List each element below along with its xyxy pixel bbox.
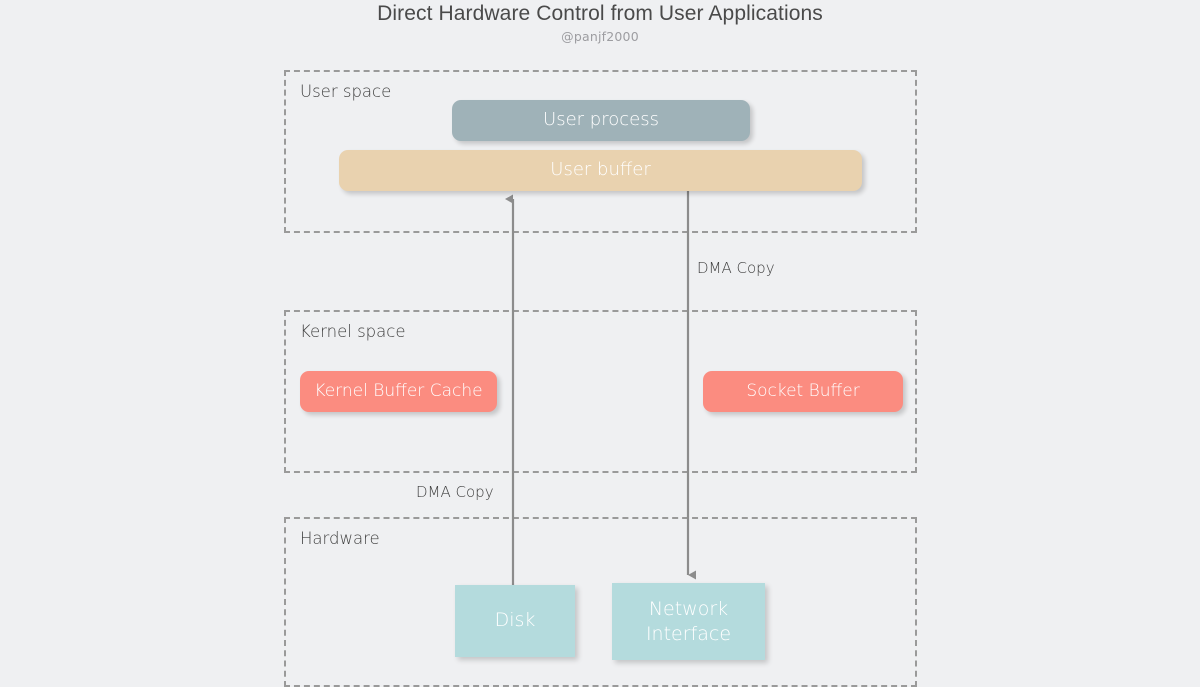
node-user-buffer-label: User buffer xyxy=(550,159,651,181)
node-socket-buffer-label: Socket Buffer xyxy=(746,380,860,401)
zone-user-space-label: User space xyxy=(300,82,392,101)
zone-kernel-space-label: Kernel space xyxy=(300,322,406,341)
node-kernel-buffer-cache[interactable]: Kernel Buffer Cache xyxy=(300,371,497,412)
node-user-process[interactable]: User process xyxy=(452,100,750,141)
node-socket-buffer[interactable]: Socket Buffer xyxy=(703,371,903,412)
zone-user-space: User space xyxy=(284,70,917,233)
zone-hardware: Hardware xyxy=(284,517,917,687)
node-network-interface[interactable]: Network Interface xyxy=(612,583,765,660)
node-disk-label: Disk xyxy=(494,609,536,632)
page-title: Direct Hardware Control from User Applic… xyxy=(377,2,823,25)
zone-hardware-label: Hardware xyxy=(300,529,380,548)
node-user-buffer[interactable]: User buffer xyxy=(339,150,862,191)
node-kernel-buffer-cache-label: Kernel Buffer Cache xyxy=(314,380,483,401)
zone-kernel-space: Kernel space xyxy=(284,310,917,473)
page-subtitle: @panjf2000 xyxy=(561,29,639,44)
node-user-process-label: User process xyxy=(543,109,659,131)
edge-label-dma-copy-lower: DMA Copy xyxy=(416,483,494,501)
node-network-interface-label-line2: Interface xyxy=(645,622,732,645)
node-disk[interactable]: Disk xyxy=(455,585,575,657)
node-network-interface-label-line1: Network xyxy=(648,597,729,620)
edge-label-dma-copy-upper: DMA Copy xyxy=(697,259,775,277)
